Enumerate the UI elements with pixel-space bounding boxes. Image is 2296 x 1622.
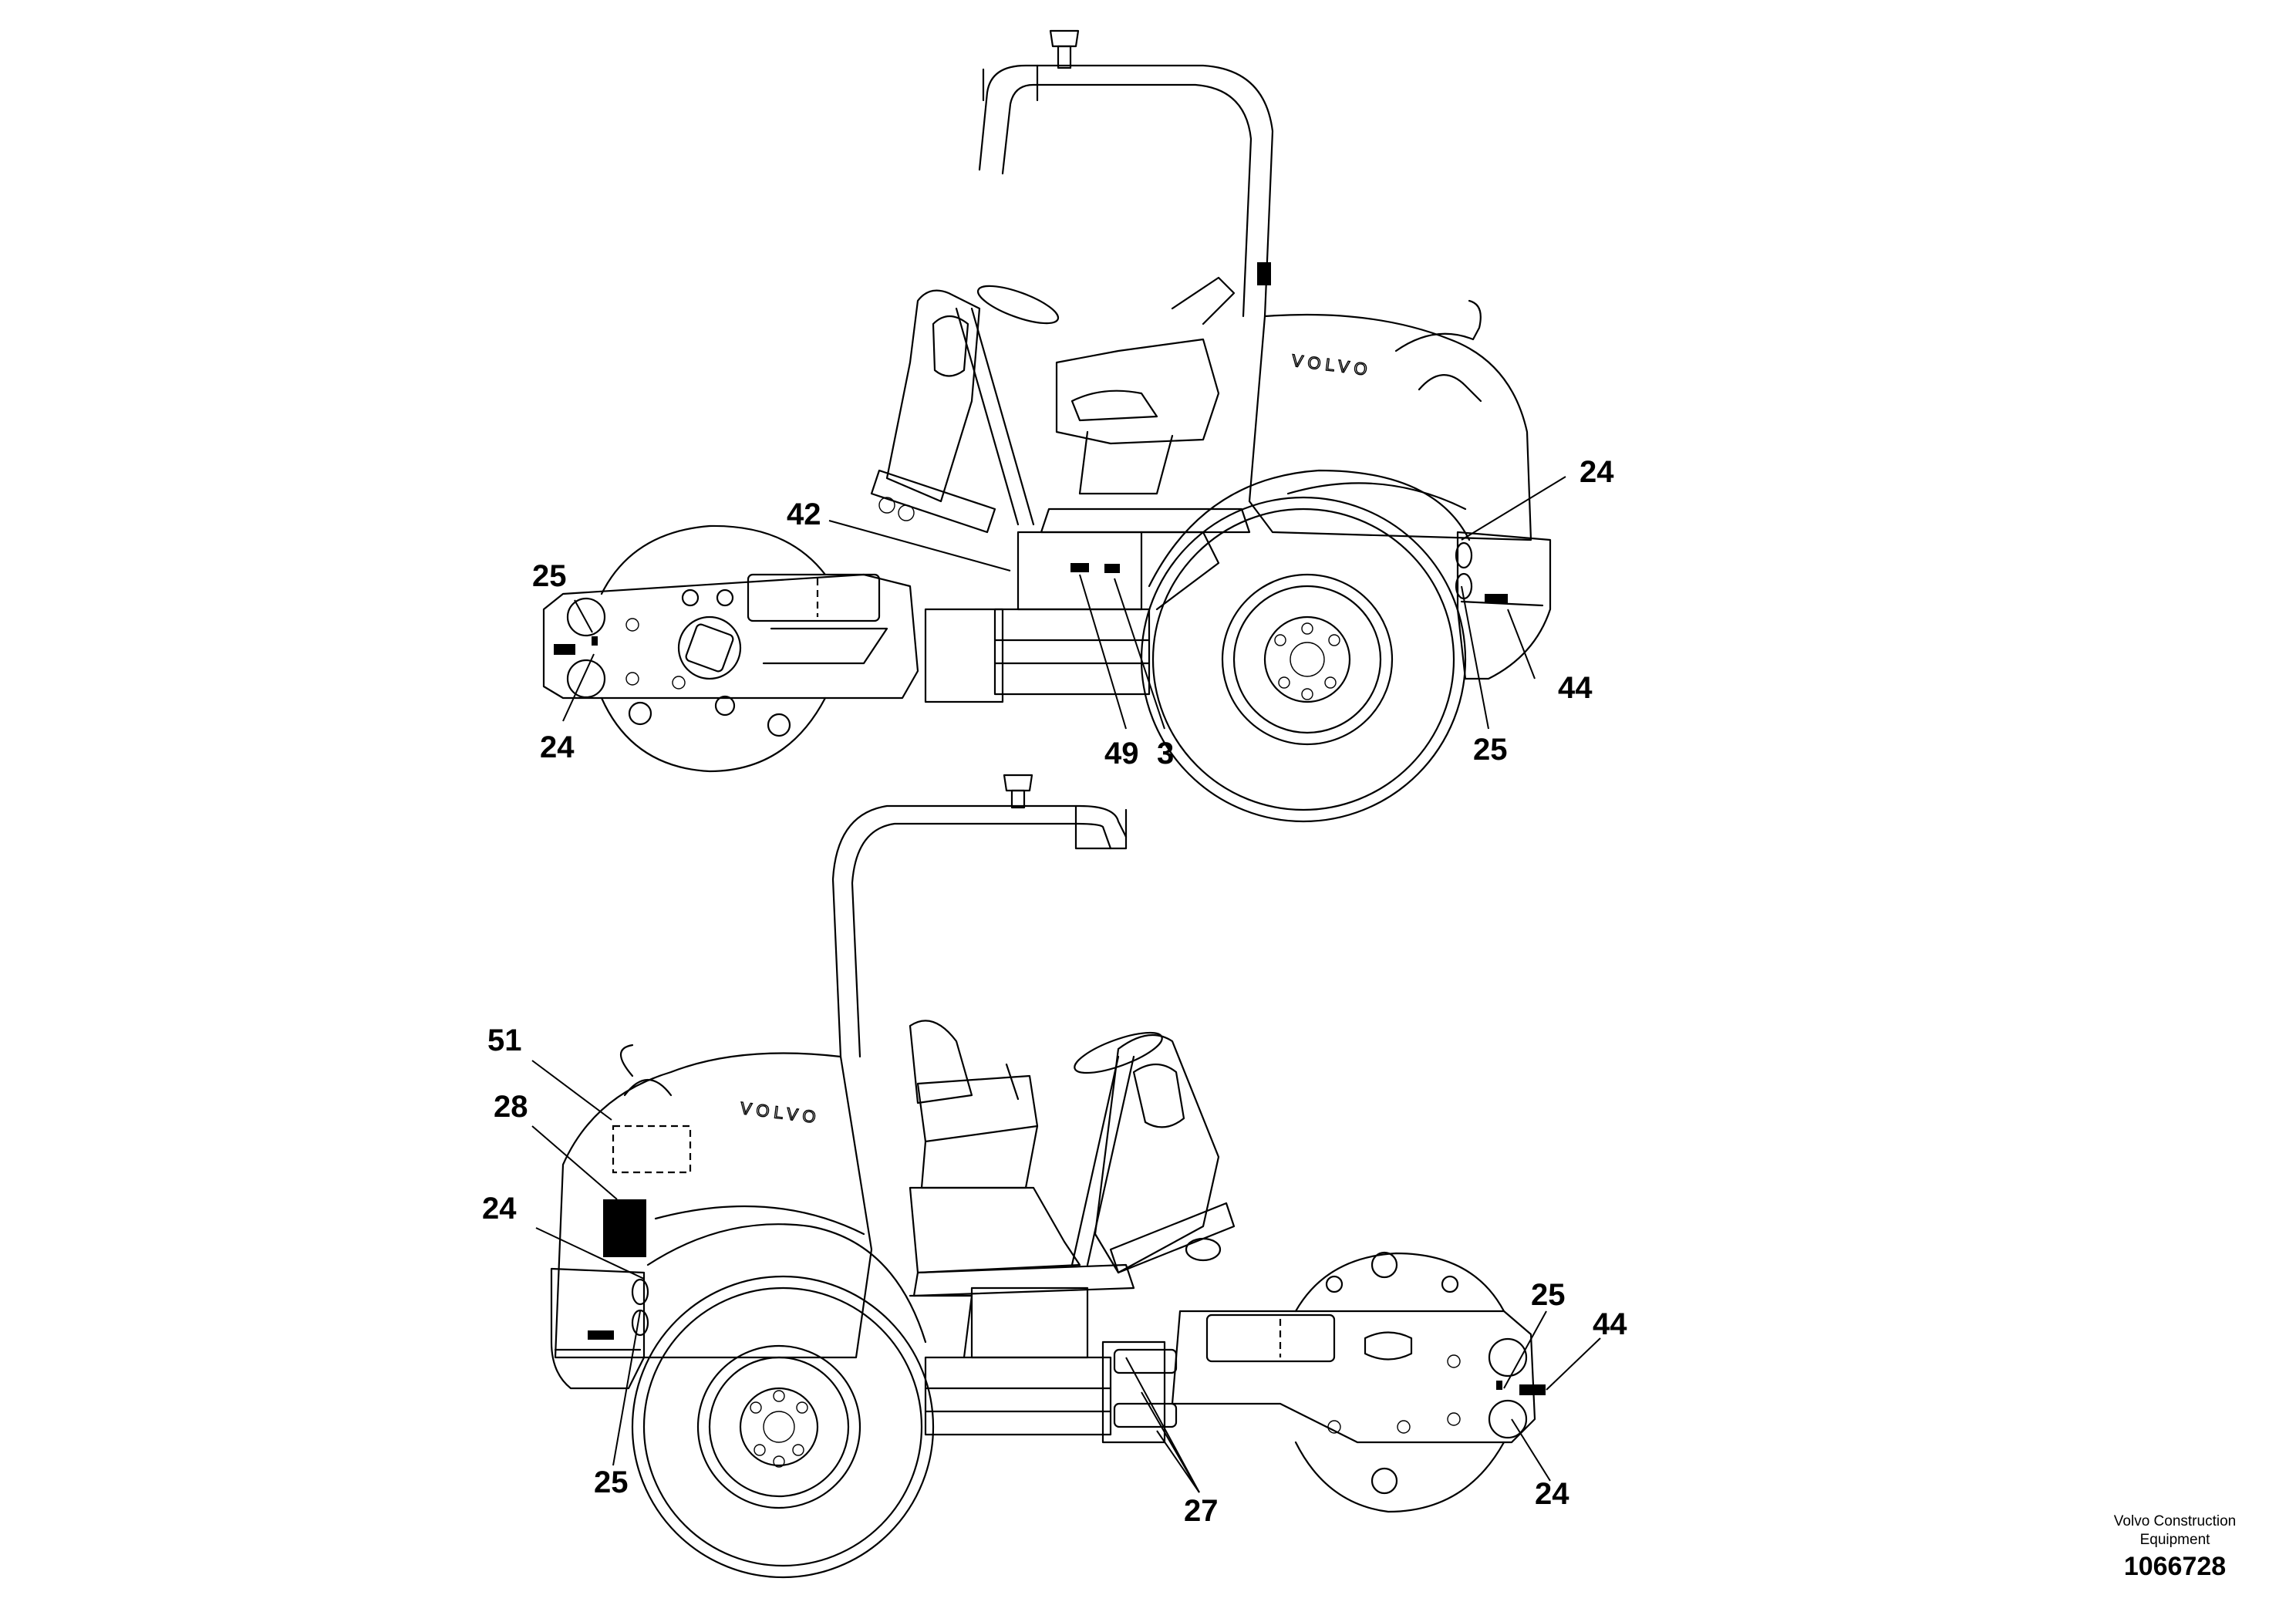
callout-24-bottom-front: 24 <box>482 1192 517 1226</box>
credit-line-1: Volvo Construction <box>2114 1513 2236 1529</box>
callout-24-bottom-rear: 24 <box>1535 1477 1569 1511</box>
callout-25-top-front: 25 <box>532 559 567 593</box>
bottom-view-machine: VOLVO <box>550 774 1546 1579</box>
callout-25-bottom-rear: 25 <box>1531 1278 1566 1312</box>
callout-24-top-front: 24 <box>540 730 575 764</box>
callout-24-top-rear: 24 <box>1580 455 1614 489</box>
callout-42-top: 42 <box>787 497 821 531</box>
callout-27-bottom: 27 <box>1184 1494 1219 1528</box>
credit-line-2: Equipment <box>2140 1532 2211 1548</box>
callout-51-bottom: 51 <box>487 1023 522 1057</box>
brand-mark-bottom: VOLVO <box>740 1098 821 1128</box>
top-view-leaders <box>562 476 1566 730</box>
callout-25-top-rear: 25 <box>1473 733 1508 767</box>
brand-mark-top: VOLVO <box>1291 351 1373 380</box>
bottom-view-leaders <box>531 1060 1601 1493</box>
callout-28-bottom: 28 <box>494 1090 528 1124</box>
callout-44-bottom: 44 <box>1593 1307 1627 1341</box>
document-number: 1066728 <box>2124 1552 2226 1581</box>
callout-3-top: 3 <box>1157 737 1174 771</box>
callout-49-top: 49 <box>1104 737 1139 771</box>
credit-block: Volvo Construction Equipment 1066728 <box>2114 1513 2236 1581</box>
top-view-machine: VOLVO <box>542 29 1552 823</box>
callout-25-bottom-front: 25 <box>594 1465 629 1499</box>
callout-44-top: 44 <box>1558 671 1593 705</box>
